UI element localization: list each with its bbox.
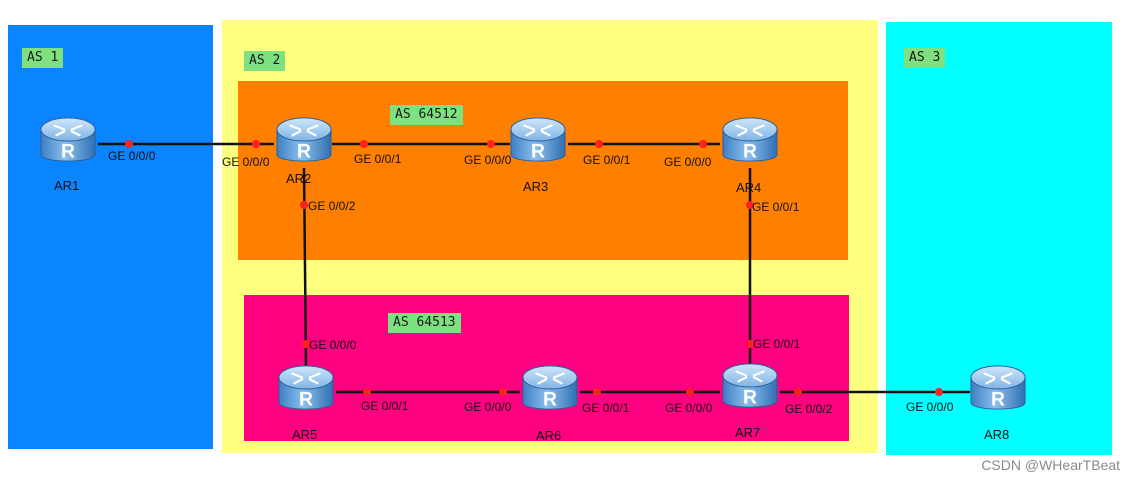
as64512-zone [238, 81, 848, 260]
port-label-ar3-g000: GE 0/0/0 [464, 153, 512, 167]
port-dot-ar2-g002 [300, 201, 308, 209]
as3-label: AS 3 [904, 48, 946, 68]
router-ar6-icon[interactable] [520, 362, 580, 418]
router-ar6-label: AR6 [536, 428, 562, 443]
router-ar7-label: AR7 [735, 425, 761, 440]
router-ar2-label: AR2 [286, 171, 312, 186]
port-dot-ar2-g001 [360, 140, 368, 148]
as64513-label: AS 64513 [388, 313, 461, 333]
port-dot-ar3-g001 [595, 140, 603, 148]
port-label-ar7-g000: GE 0/0/0 [665, 401, 713, 415]
router-ar8-label: AR8 [984, 427, 1010, 442]
port-dot-ar3-g000 [487, 140, 495, 148]
port-label-ar3-g001: GE 0/0/1 [583, 153, 631, 167]
router-ar8-icon[interactable] [968, 362, 1028, 418]
as1-label: AS 1 [22, 48, 64, 68]
port-dot-ar7-g000 [686, 388, 694, 396]
router-ar1-label: AR1 [54, 178, 80, 193]
port-dot-ar6-g000 [499, 388, 507, 396]
watermark: CSDN @WHearTBeat [981, 457, 1120, 473]
port-dot-ar6-g001 [593, 388, 601, 396]
router-ar3-icon[interactable] [508, 114, 568, 170]
port-label-ar6-g000: GE 0/0/0 [464, 400, 512, 414]
port-label-ar7-g002: GE 0/0/2 [785, 402, 833, 416]
port-dot-ar7-g002 [794, 388, 802, 396]
port-dot-ar8-g000 [935, 388, 943, 396]
port-dot-ar5-g000 [302, 340, 310, 348]
port-label-ar2-g002: GE 0/0/2 [308, 199, 356, 213]
port-dot-ar4-g000 [699, 140, 707, 148]
port-dot-ar5-g001 [363, 388, 371, 396]
router-ar3-label: AR3 [523, 179, 549, 194]
port-label-ar6-g001: GE 0/0/1 [582, 401, 630, 415]
router-ar1-icon[interactable] [38, 114, 98, 170]
port-dot-ar1-g000 [125, 140, 133, 148]
router-ar7-icon[interactable] [720, 360, 780, 416]
router-ar4-icon[interactable] [720, 114, 780, 170]
port-dot-ar2-g000 [252, 140, 260, 148]
port-label-ar4-g001: GE 0/0/1 [752, 200, 800, 214]
router-ar2-icon[interactable] [274, 114, 334, 170]
port-label-ar8-g000: GE 0/0/0 [906, 400, 954, 414]
port-label-ar7-g001: GE 0/0/1 [753, 337, 801, 351]
as1-zone [8, 25, 213, 449]
port-label-ar5-g000: GE 0/0/0 [309, 338, 357, 352]
port-label-ar2-g000: GE 0/0/0 [222, 155, 270, 169]
router-ar5-label: AR5 [292, 427, 318, 442]
as64512-label: AS 64512 [390, 105, 463, 125]
port-label-ar1-g000: GE 0/0/0 [108, 149, 156, 163]
link-ar2-ar5 [302, 167, 308, 367]
port-label-ar4-g000: GE 0/0/0 [664, 155, 712, 169]
port-label-ar5-g001: GE 0/0/1 [361, 399, 409, 413]
router-ar4-label: AR4 [736, 180, 762, 195]
port-label-ar2-g001: GE 0/0/1 [354, 152, 402, 166]
port-dot-ar7-g001 [746, 340, 754, 348]
router-ar5-icon[interactable] [276, 362, 336, 418]
port-dot-ar4-g001 [746, 201, 754, 209]
as2-label: AS 2 [244, 51, 286, 71]
